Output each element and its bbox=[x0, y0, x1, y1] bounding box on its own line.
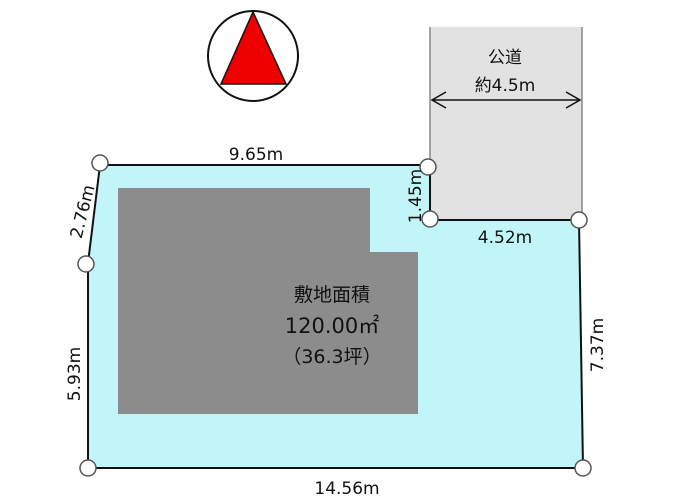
dimension-left: 5.93m bbox=[65, 347, 85, 401]
public-road bbox=[430, 27, 582, 220]
site-area-title: 敷地面積 bbox=[294, 284, 370, 306]
road-width-arrow bbox=[430, 91, 582, 109]
boundary-marker bbox=[419, 158, 437, 176]
dimension-right: 7.37m bbox=[588, 318, 608, 372]
north-arrow-icon bbox=[207, 10, 299, 102]
boundary-marker bbox=[77, 255, 95, 273]
boundary-marker bbox=[570, 211, 588, 229]
boundary-marker bbox=[91, 154, 109, 172]
boundary-marker bbox=[79, 459, 97, 477]
dimension-notch-height: 1.45m bbox=[406, 169, 426, 223]
site-area-sqm: 120.00㎡ bbox=[285, 314, 379, 338]
boundary-marker bbox=[421, 210, 439, 228]
boundary-marker bbox=[574, 459, 592, 477]
road-label: 公道 bbox=[488, 48, 522, 68]
dimension-top: 9.65m bbox=[229, 145, 283, 165]
boundary-markers bbox=[77, 154, 592, 477]
road-width-label: 約4.5m bbox=[475, 76, 536, 96]
dimension-bottom: 14.56m bbox=[314, 479, 379, 499]
site-area-tsubo: （36.3坪） bbox=[282, 346, 381, 368]
building-footprint bbox=[118, 188, 418, 414]
dimension-road-frontage: 4.52m bbox=[478, 228, 532, 248]
